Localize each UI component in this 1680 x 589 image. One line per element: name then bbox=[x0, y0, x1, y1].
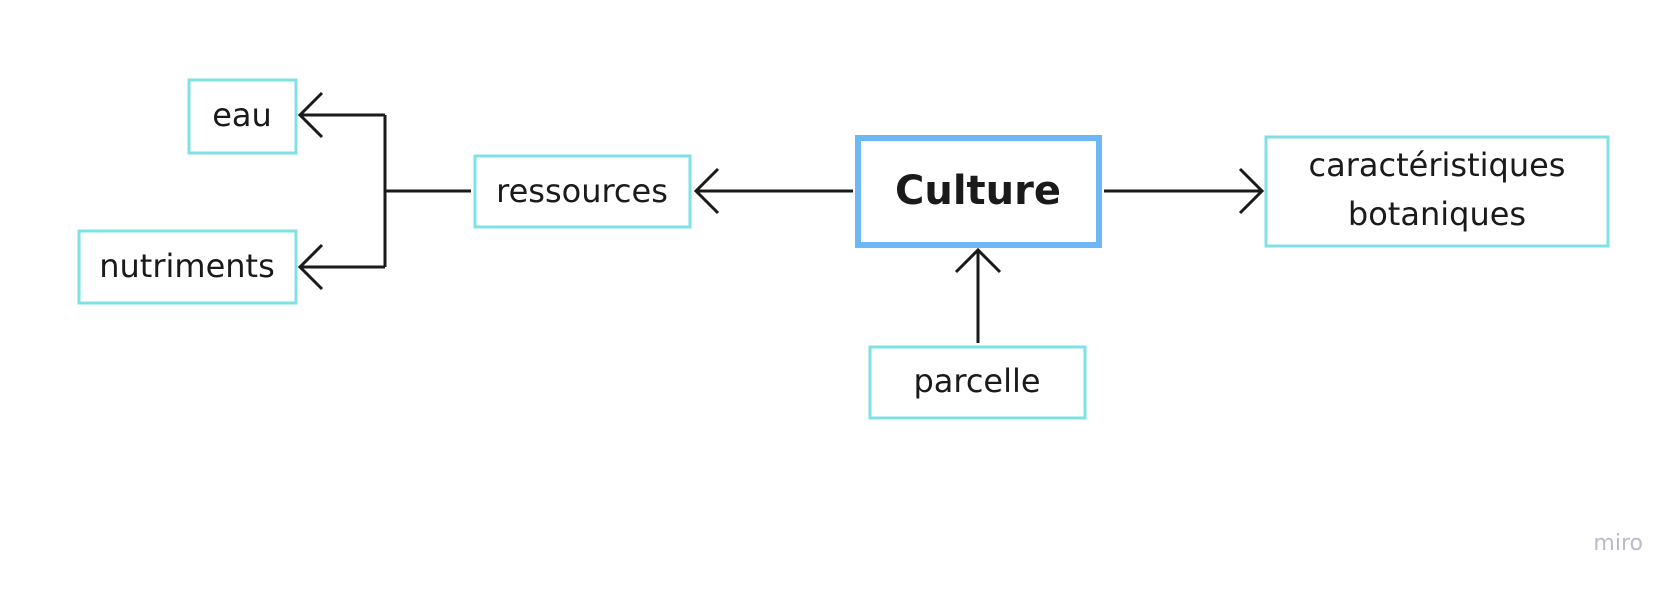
edge-ressources-to-eau-nutriments bbox=[297, 91, 471, 291]
node-parcelle-label: parcelle bbox=[913, 362, 1040, 400]
arrowhead-right-icon bbox=[1238, 167, 1265, 215]
node-eau-box bbox=[187, 78, 298, 155]
node-caracteristiques-botaniques[interactable]: caractéristiques botaniques bbox=[1264, 135, 1610, 248]
node-caracteristiques-label-line1: caractéristiques bbox=[1309, 146, 1566, 184]
arrowhead-up-icon bbox=[954, 247, 1002, 274]
node-nutriments-label: nutriments bbox=[99, 247, 275, 285]
node-culture[interactable]: Culture bbox=[855, 135, 1102, 248]
edge-parcelle-to-culture bbox=[954, 247, 1002, 343]
node-ressources[interactable]: ressources bbox=[473, 154, 692, 229]
miro-watermark: miro bbox=[1593, 531, 1643, 556]
arrowhead-left-icon bbox=[693, 167, 720, 215]
node-culture-label: Culture bbox=[895, 168, 1061, 214]
arrowhead-left-icon bbox=[297, 243, 324, 291]
node-nutriments[interactable]: nutriments bbox=[77, 229, 298, 305]
node-parcelle-box bbox=[868, 345, 1087, 420]
node-ressources-label: ressources bbox=[496, 172, 668, 210]
node-caracteristiques-label-line2: botaniques bbox=[1348, 195, 1526, 233]
node-nutriments-box bbox=[77, 229, 298, 305]
node-ressources-box bbox=[473, 154, 692, 229]
node-parcelle[interactable]: parcelle bbox=[868, 345, 1087, 420]
node-eau-label: eau bbox=[212, 96, 272, 134]
node-culture-box bbox=[855, 135, 1102, 248]
edge-culture-to-caracteristiques bbox=[1104, 167, 1265, 215]
node-caracteristiques-box bbox=[1264, 135, 1610, 248]
arrowhead-left-icon bbox=[297, 91, 324, 139]
node-eau[interactable]: eau bbox=[187, 78, 298, 155]
edge-culture-to-ressources bbox=[693, 167, 853, 215]
